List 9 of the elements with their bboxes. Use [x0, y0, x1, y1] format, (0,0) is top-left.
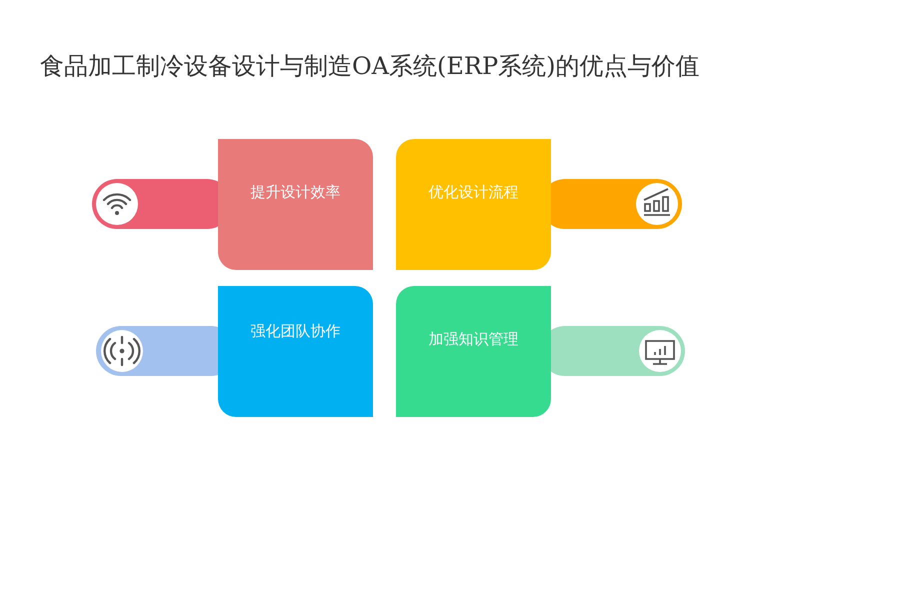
feature-tile [218, 286, 373, 417]
tile-label: 优化设计流程 [428, 183, 520, 202]
title: 食品加工制冷设备设计与制造OA系统(ERP系统)的优点与价值 [40, 51, 700, 82]
feature-tile [396, 286, 551, 417]
tile-label: 提升设计效率 [250, 183, 342, 202]
tile-label: 加强知识管理 [428, 330, 520, 349]
tile-label: 强化团队协作 [250, 322, 342, 341]
feature-tile [218, 139, 373, 270]
feature-tile [396, 139, 551, 270]
